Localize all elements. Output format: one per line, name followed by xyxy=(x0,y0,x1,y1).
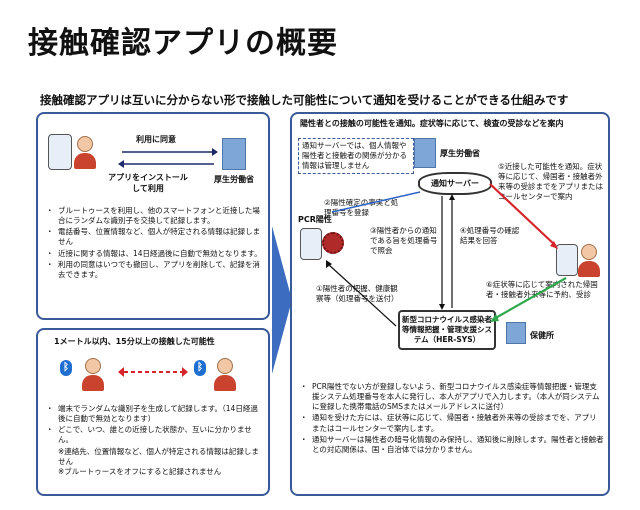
left-bottom-bullets: 端末でランダムな識別子を生成して記録します。（14日経過後に自動で無効となります… xyxy=(46,404,264,477)
left-bottom-heading: 1メートル以内、15分以上の接触した可能性 xyxy=(54,337,215,346)
consent-label: 利用に同意 xyxy=(136,135,176,144)
right-heading: 陽性者との接触の可能性を通知。症状等に応じて、検査の受診などを案内 xyxy=(300,119,564,128)
bullet-item: 近接に関する情報は、14日経過後に自動で無効となります。 xyxy=(46,249,264,259)
bullet-item: どこで、いつ、誰との近接した状態か、互いに分かりません。 xyxy=(46,425,264,445)
user-icon xyxy=(214,358,236,391)
proximity-arrow-icon xyxy=(118,367,188,377)
building-icon xyxy=(506,322,526,344)
building-icon xyxy=(222,138,246,170)
left-top-bullets: ブルートゥースを利用し、他のスマートフォンと近接した場合にランダムな識別子を交換… xyxy=(46,206,264,281)
install-label: アプリをインストール して利用 xyxy=(108,173,188,194)
smartphone-icon xyxy=(300,228,322,260)
step3-text: ③陽性者からの通知である旨を処理番号で照会 xyxy=(370,226,438,256)
step2-text: ②陽性確定の事実と処理番号を登録 xyxy=(324,198,399,218)
bullet-item: 利用の同意はいつでも撤回し、アプリを削除して、記録を消去できます。 xyxy=(46,260,264,280)
bullet-item: 電話番号、位置情報など、個人が特定される情報は記録しません xyxy=(46,227,264,247)
user-icon xyxy=(82,358,104,391)
virus-icon xyxy=(322,232,344,254)
server-note-box: 通知サーバーでは、個人情報や陽性者と接触者の関係が分かる情報は管理しません xyxy=(298,138,414,175)
page-title: 接触確認アプリの概要 xyxy=(28,26,338,61)
bullet-item: 通知サーバーは陽性者の暗号化情報のみ保持し、通知後に削除します。陽性者と接触者と… xyxy=(300,435,604,455)
smartphone-icon xyxy=(48,134,72,170)
left-bottom-panel: 1メートル以内、15分以上の接触した可能性 ᛒ ᛒ 端末でランダムな識別子を生成… xyxy=(36,328,270,496)
right-panel: 陽性者との接触の可能性を通知。症状等に応じて、検査の受診などを案内 通知サーバー… xyxy=(290,112,610,496)
note-item: ※連絡先、位置情報など、個人が特定される情報は記録しません xyxy=(58,446,259,466)
step5-text: ⑤近接した可能性を通知。症状等に応じて、帰国者・接触者外来等の受診までをアプリま… xyxy=(498,162,603,202)
note-item: ※ブルートゥースをオフにすると記録されません xyxy=(58,466,222,476)
arrow-step2 xyxy=(331,191,421,213)
page-subtitle: 接触確認アプリは互いに分からない形で接触した可能性について通知を受けることができ… xyxy=(40,93,569,107)
arrow-step5 xyxy=(489,183,557,247)
mhlw-label: 厚生労働省 xyxy=(214,175,254,184)
her-sys-box: 新型コロナウイルス感染者等情報把握・管理支援システム（HER-SYS） xyxy=(398,310,496,351)
building-icon xyxy=(414,138,436,168)
bullet-item: 端末でランダムな識別子を生成して記録します。（14日経過後に自動で無効となります… xyxy=(46,404,264,424)
flow-arrow-icon xyxy=(272,226,292,374)
bluetooth-icon: ᛒ xyxy=(194,360,206,376)
contact-person-icon xyxy=(578,244,600,277)
right-bullets: PCR陽性でない方が登録しないよう、新型コロナウイルス感染症等情報把握・管理支援… xyxy=(300,382,604,456)
flow-arrows xyxy=(326,183,567,327)
bullet-item: 通知を受けた方には、症状等に応じて、帰国者・接触者外来等の受診までを、アプリまた… xyxy=(300,413,604,433)
step1-text: ①陽性者の把握、健康観察等（処理番号を送付） xyxy=(316,284,399,304)
mhlw-label: 厚生労働省 xyxy=(440,149,480,158)
left-top-panel: 利用に同意 アプリをインストール して利用 厚生労働省 ブルートゥースを利用し、… xyxy=(36,112,270,320)
arrow-step1 xyxy=(327,263,397,327)
smartphone-icon xyxy=(556,244,578,276)
step4-text: ④処理番号の確認結果を回答 xyxy=(460,226,520,246)
arrow-step6 xyxy=(491,277,567,321)
pcr-positive-label: PCR陽性 xyxy=(298,215,332,224)
bluetooth-icon: ᛒ xyxy=(60,360,72,376)
user-icon xyxy=(74,136,96,169)
bullet-item: ブルートゥースを利用し、他のスマートフォンと近接した場合にランダムな識別子を交換… xyxy=(46,206,264,226)
exchange-arrows-icon xyxy=(118,148,218,168)
health-center-label: 保健所 xyxy=(530,331,554,340)
bullet-item: PCR陽性でない方が登録しないよう、新型コロナウイルス感染症等情報把握・管理支援… xyxy=(300,382,604,412)
